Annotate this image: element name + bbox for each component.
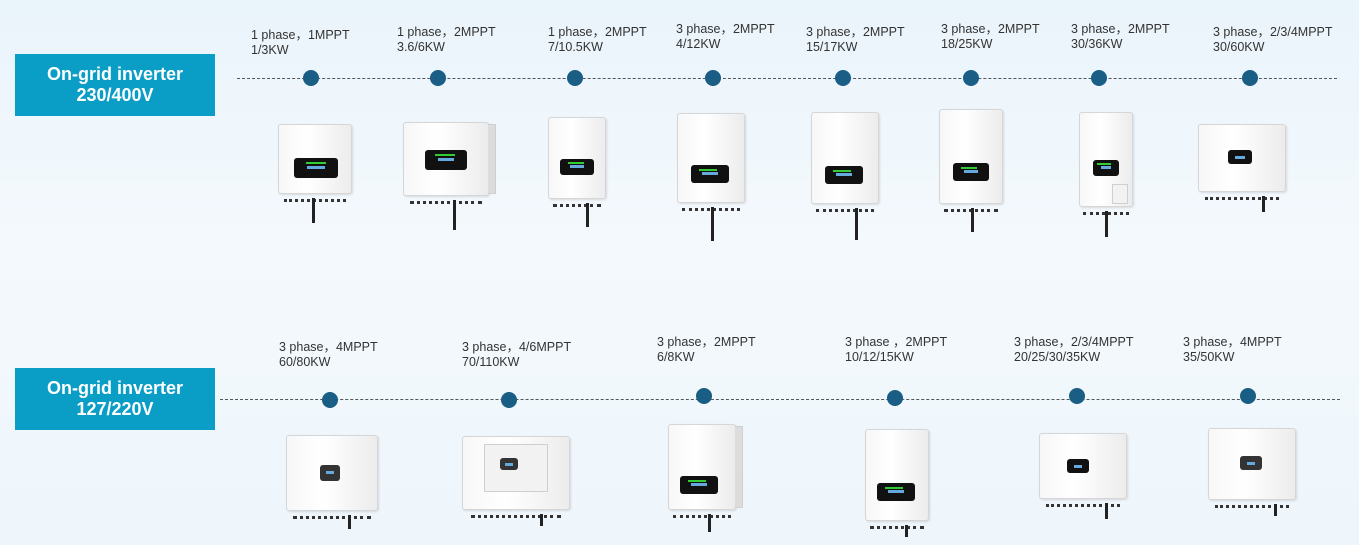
spec-item: 3 phase，4MPPT 35/50KW [1183,335,1282,365]
spec-phase: 3 phase，2MPPT [1071,22,1170,36]
inverter-product-image [1079,112,1133,237]
inverter-product-image [668,424,743,532]
spec-power: 10/12/15KW [845,350,914,364]
spec-power: 4/12KW [676,37,721,51]
timeline-dot-icon [1069,388,1085,404]
spec-phase: 3 phase，4MPPT [1183,335,1282,349]
spec-phase: 3 phase，2MPPT [657,335,756,349]
inverter-product-image [403,122,496,230]
inverter-product-image [811,112,879,240]
timeline-dot-icon [567,70,583,86]
spec-item: 3 phase，2MPPT 6/8KW [657,335,756,365]
spec-phase: 1 phase，1MPPT [251,28,350,42]
spec-power: 15/17KW [806,40,858,54]
spec-phase: 3 phase，4/6MPPT [462,340,572,354]
timeline-dot-icon [303,70,319,86]
row-label-title: On-grid inverter [46,378,184,398]
timeline-230-400v [237,78,1337,79]
spec-power: 6/8KW [657,350,695,364]
spec-item: 3 phase，4MPPT 60/80KW [279,340,378,370]
spec-power: 35/50KW [1183,350,1235,364]
spec-power: 20/25/30/35KW [1014,350,1101,364]
inverter-product-image [286,435,378,529]
spec-phase: 1 phase，2MPPT [397,25,496,39]
spec-item: 3 phase，2MPPT 15/17KW [806,25,905,55]
timeline-dot-icon [1242,70,1258,86]
spec-power: 1/3KW [251,43,289,57]
spec-item: 3 phase，2MPPT 18/25KW [941,22,1040,52]
inverter-product-image [462,436,570,526]
spec-power: 30/36KW [1071,37,1123,51]
spec-power: 70/110KW [462,355,520,369]
inverter-product-image [1208,428,1296,516]
timeline-dot-icon [501,392,517,408]
spec-phase: 3 phase，2MPPT [941,22,1040,36]
spec-item: 3 phase，4/6MPPT 70/110KW [462,340,571,370]
inverter-product-image [1039,433,1127,519]
timeline-dot-icon [430,70,446,86]
spec-power: 30/60KW [1213,40,1265,54]
timeline-dot-icon [705,70,721,86]
spec-phase: 1 phase，2MPPT [548,25,647,39]
spec-phase: 3 phase ，2MPPT [845,335,948,349]
row-label-voltage: 127/220V [76,399,154,419]
spec-item: 1 phase，2MPPT 7/10.5KW [548,25,647,55]
spec-item: 1 phase，1MPPT 1/3KW [251,28,350,58]
spec-item: 3 phase，2MPPT 4/12KW [676,22,775,52]
spec-item: 3 phase ，2MPPT 10/12/15KW [845,335,947,365]
timeline-dot-icon [1240,388,1256,404]
spec-phase: 3 phase，2MPPT [676,22,775,36]
spec-phase: 3 phase，2/3/4MPPT [1213,25,1333,39]
inverter-product-image [278,124,352,223]
row-label-voltage: 230/400V [76,85,154,105]
inverter-product-image [677,113,745,241]
timeline-dot-icon [322,392,338,408]
spec-item: 3 phase，2MPPT 30/36KW [1071,22,1170,52]
row-label-title: On-grid inverter [46,64,184,84]
inverter-product-image [939,109,1003,232]
spec-item: 1 phase，2MPPT 3.6/6KW [397,25,496,55]
spec-phase: 3 phase，2MPPT [806,25,905,39]
row-label-230-400v: On-grid inverter 230/400V [15,54,215,116]
row-label-127-220v: On-grid inverter 127/220V [15,368,215,430]
spec-power: 18/25KW [941,37,993,51]
timeline-dot-icon [835,70,851,86]
spec-item: 3 phase，2/3/4MPPT 20/25/30/35KW [1014,335,1134,365]
spec-item: 3 phase，2/3/4MPPT 30/60KW [1213,25,1333,55]
inverter-product-image [548,117,606,227]
timeline-dot-icon [1091,70,1107,86]
spec-power: 7/10.5KW [548,40,603,54]
timeline-dot-icon [696,388,712,404]
timeline-127-220v [220,399,1340,400]
inverter-product-image [865,429,929,537]
inverter-product-image [1198,124,1286,212]
spec-power: 3.6/6KW [397,40,445,54]
spec-phase: 3 phase，2/3/4MPPT [1014,335,1134,349]
spec-power: 60/80KW [279,355,331,369]
spec-phase: 3 phase，4MPPT [279,340,378,354]
timeline-dot-icon [887,390,903,406]
timeline-dot-icon [963,70,979,86]
